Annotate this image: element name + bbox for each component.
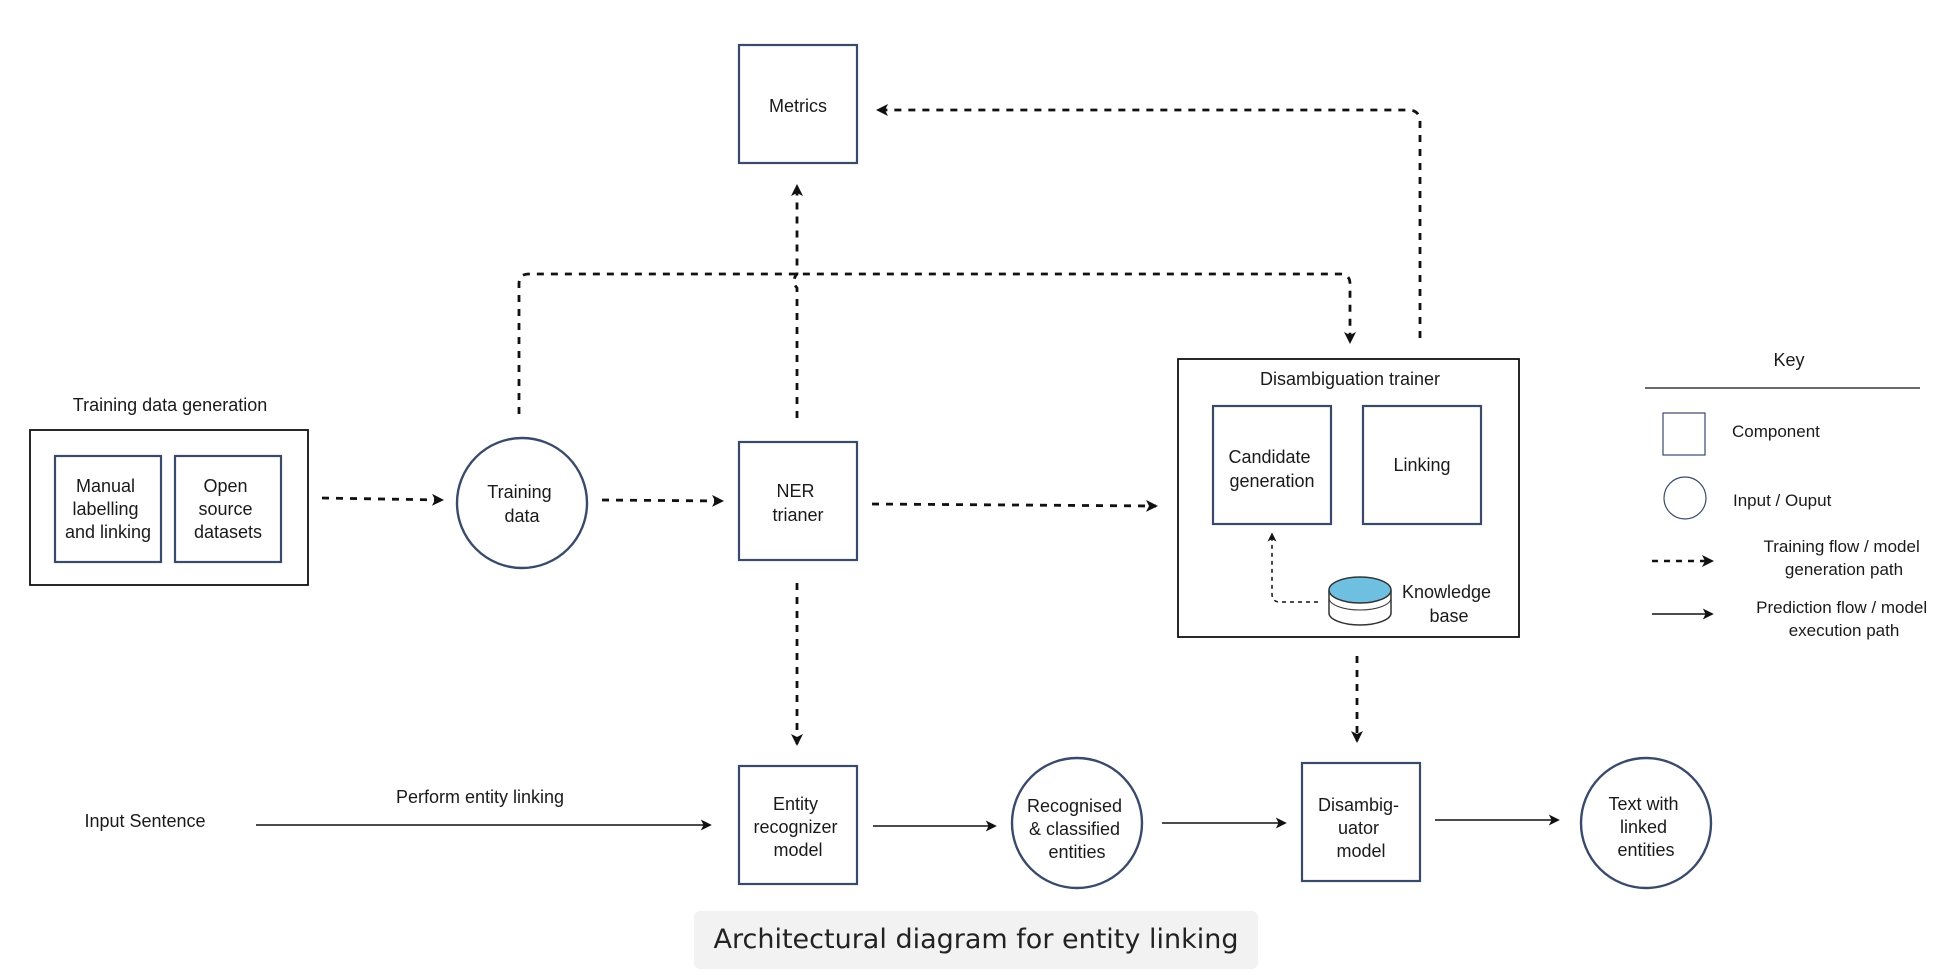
entity-recognizer-model-box <box>737 764 859 886</box>
text-with-linked-entities-node <box>1579 756 1713 890</box>
candidate-generation-box <box>1211 404 1333 526</box>
legend-prediction-flow-label: Prediction flow / model execution path <box>1756 598 1932 640</box>
caption-background <box>694 911 1258 969</box>
perform-entity-linking-label: Perform entity linking <box>396 787 564 807</box>
ner-to-disambiguation-arrow <box>871 499 1158 512</box>
generation-to-training-data-arrow <box>321 493 444 506</box>
knowledge-base-label: Knowledge base <box>1402 582 1496 626</box>
ner-trainer-box <box>737 440 859 562</box>
linking-label: Linking <box>1393 455 1450 475</box>
recognised-entities-node <box>1010 756 1144 890</box>
knowledge-base-icon <box>1328 576 1392 626</box>
training-data-label: Training data <box>487 482 556 526</box>
open-source-datasets-box <box>173 454 283 564</box>
legend-training-flow-label: Training flow / model generation path <box>1764 537 1925 579</box>
diagram-caption: Architectural diagram for entity linking <box>714 924 1239 955</box>
ner-to-metrics-arrow <box>791 184 803 418</box>
legend: Key Component Input / Ouput Training flo… <box>1645 350 1932 640</box>
legend-io-swatch <box>1663 476 1707 520</box>
training-data-to-ner-arrow <box>601 494 724 507</box>
legend-io-label: Input / Ouput <box>1733 491 1832 510</box>
legend-component-label: Component <box>1732 422 1820 441</box>
legend-component-swatch <box>1662 412 1706 456</box>
metrics-label: Metrics <box>769 96 827 116</box>
disambiguation-to-metrics-arrow <box>876 104 1422 338</box>
manual-labelling-box <box>53 454 163 564</box>
text-with-linked-entities-label: Text with linked entities <box>1608 794 1683 860</box>
disambiguator-model-label: Disambig- uator model <box>1318 795 1404 861</box>
ner-trainer-label: NER trianer <box>772 481 823 525</box>
disambiguator-model-box <box>1300 761 1422 883</box>
knowledge-base-to-candidate-arrow <box>1267 532 1318 603</box>
candidate-generation-label: Candidate generation <box>1228 447 1315 491</box>
open-source-datasets-label: Open source datasets <box>194 476 262 542</box>
entity-recognizer-model-label: Entity recognizer model <box>753 794 842 860</box>
legend-title: Key <box>1773 350 1804 370</box>
training-data-to-disambiguation-arrow <box>517 272 1356 414</box>
input-sentence-label: Input Sentence <box>84 811 205 831</box>
manual-labelling-label: Manual labelling and linking <box>65 476 151 542</box>
metrics-box <box>737 43 859 165</box>
linking-box <box>1361 404 1483 526</box>
training-data-node <box>455 436 589 570</box>
training-data-generation-title: Training data generation <box>73 395 267 415</box>
recognised-entities-label: Recognised & classified entities <box>1027 796 1127 862</box>
disambiguation-trainer-title: Disambiguation trainer <box>1260 369 1440 389</box>
